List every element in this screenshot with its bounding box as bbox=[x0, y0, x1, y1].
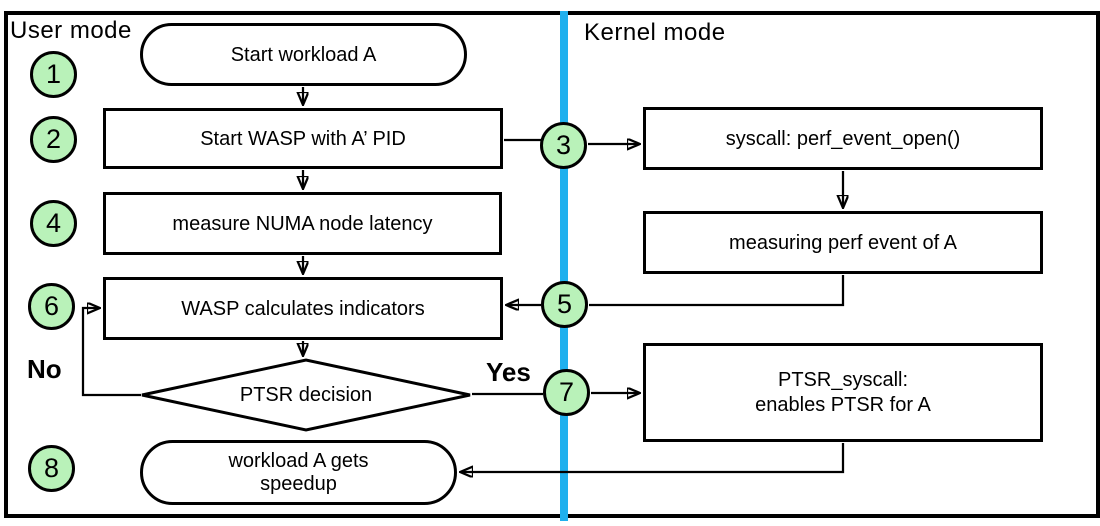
user-mode-title: User mode bbox=[10, 17, 132, 44]
decision-diamond-shape bbox=[141, 358, 471, 432]
step-circle-7: 7 bbox=[543, 369, 590, 416]
step-circle-2: 2 bbox=[30, 116, 77, 163]
step-circle-1: 1 bbox=[30, 51, 77, 98]
mode-divider-line bbox=[560, 11, 568, 521]
node-start-wasp: Start WASP with A’ PID bbox=[103, 108, 503, 169]
node-start-workload: Start workload A bbox=[140, 23, 467, 86]
outer-border bbox=[4, 11, 1100, 518]
step-circle-6: 6 bbox=[28, 283, 75, 330]
node-measure-numa-latency: measure NUMA node latency bbox=[103, 192, 502, 255]
ptsr-line2: enables PTSR for A bbox=[755, 393, 931, 416]
node-wasp-calculates-indicators: WASP calculates indicators bbox=[103, 277, 503, 340]
kernel-mode-title: Kernel mode bbox=[584, 19, 726, 46]
branch-label-no: No bbox=[27, 354, 62, 384]
node-syscall-perf-event-open: syscall: perf_event_open() bbox=[643, 107, 1043, 170]
node-ptsr-decision: PTSR decision bbox=[139, 357, 473, 433]
decision-label: PTSR decision bbox=[239, 383, 373, 406]
ptsr-line1: PTSR_syscall: bbox=[777, 368, 909, 391]
step-circle-8: 8 bbox=[28, 445, 75, 492]
step-circle-4: 4 bbox=[30, 200, 77, 247]
node-ptsr-syscall: PTSR_syscall: enables PTSR for A bbox=[643, 343, 1043, 442]
step-circle-3: 3 bbox=[540, 122, 587, 169]
speedup-line2: speedup bbox=[260, 472, 337, 495]
node-workload-speedup: workload A gets speedup bbox=[140, 440, 457, 505]
branch-label-yes: Yes bbox=[486, 357, 531, 387]
speedup-line1: workload A gets bbox=[228, 449, 369, 472]
node-measuring-perf-event: measuring perf event of A bbox=[643, 211, 1043, 274]
step-circle-5: 5 bbox=[541, 281, 588, 328]
